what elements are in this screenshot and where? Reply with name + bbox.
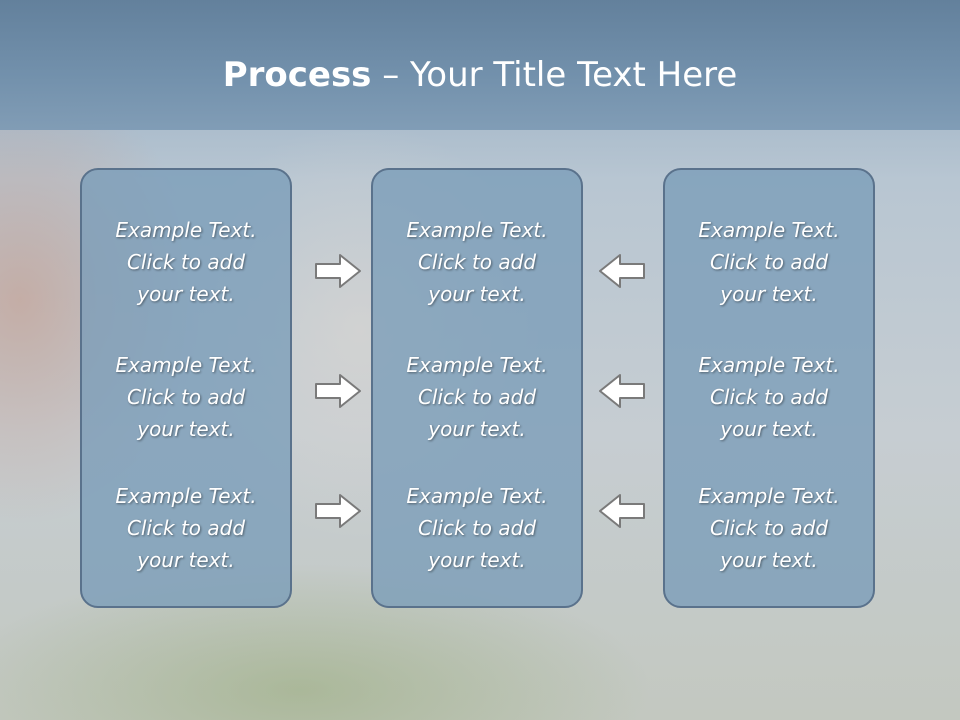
placeholder-line: your text. xyxy=(137,282,235,306)
placeholder-line: your text. xyxy=(428,548,526,572)
placeholder-line: Example Text. xyxy=(406,218,548,242)
text-placeholder[interactable]: Example Text. Click to add your text. xyxy=(665,214,873,310)
placeholder-line: your text. xyxy=(137,417,235,441)
text-placeholder[interactable]: Example Text. Click to add your text. xyxy=(373,349,581,445)
left-arrow-icon xyxy=(599,374,645,408)
placeholder-line: Click to add xyxy=(417,516,537,540)
placeholder-line: Example Text. xyxy=(698,218,840,242)
placeholder-line: Example Text. xyxy=(698,353,840,377)
placeholder-line: Example Text. xyxy=(698,484,840,508)
right-panel[interactable]: Example Text. Click to add your text. Ex… xyxy=(663,168,875,608)
text-placeholder[interactable]: Example Text. Click to add your text. xyxy=(373,214,581,310)
right-arrow-icon xyxy=(315,254,361,288)
placeholder-line: your text. xyxy=(137,548,235,572)
center-panel[interactable]: Example Text. Click to add your text. Ex… xyxy=(371,168,583,608)
placeholder-line: Example Text. xyxy=(115,218,257,242)
placeholder-line: your text. xyxy=(720,548,818,572)
placeholder-line: Example Text. xyxy=(115,353,257,377)
placeholder-line: Example Text. xyxy=(406,484,548,508)
text-placeholder[interactable]: Example Text. Click to add your text. xyxy=(82,214,290,310)
text-placeholder[interactable]: Example Text. Click to add your text. xyxy=(665,349,873,445)
text-placeholder[interactable]: Example Text. Click to add your text. xyxy=(82,480,290,576)
right-arrow-icon xyxy=(315,374,361,408)
placeholder-line: your text. xyxy=(720,417,818,441)
placeholder-line: your text. xyxy=(428,282,526,306)
placeholder-line: Click to add xyxy=(126,516,246,540)
placeholder-line: your text. xyxy=(720,282,818,306)
title-rest: – Your Title Text Here xyxy=(371,55,738,95)
placeholder-line: Example Text. xyxy=(115,484,257,508)
text-placeholder[interactable]: Example Text. Click to add your text. xyxy=(373,480,581,576)
title-bar xyxy=(0,0,960,130)
placeholder-line: Click to add xyxy=(709,250,829,274)
placeholder-line: your text. xyxy=(428,417,526,441)
right-arrow-icon xyxy=(315,494,361,528)
placeholder-line: Click to add xyxy=(417,385,537,409)
slide-title[interactable]: Process – Your Title Text Here xyxy=(0,52,960,98)
placeholder-line: Click to add xyxy=(126,250,246,274)
text-placeholder[interactable]: Example Text. Click to add your text. xyxy=(82,349,290,445)
placeholder-line: Click to add xyxy=(709,385,829,409)
left-arrow-icon xyxy=(599,254,645,288)
placeholder-line: Click to add xyxy=(709,516,829,540)
left-panel[interactable]: Example Text. Click to add your text. Ex… xyxy=(80,168,292,608)
title-bold: Process xyxy=(222,55,372,95)
placeholder-line: Click to add xyxy=(417,250,537,274)
placeholder-line: Example Text. xyxy=(406,353,548,377)
left-arrow-icon xyxy=(599,494,645,528)
text-placeholder[interactable]: Example Text. Click to add your text. xyxy=(665,480,873,576)
placeholder-line: Click to add xyxy=(126,385,246,409)
